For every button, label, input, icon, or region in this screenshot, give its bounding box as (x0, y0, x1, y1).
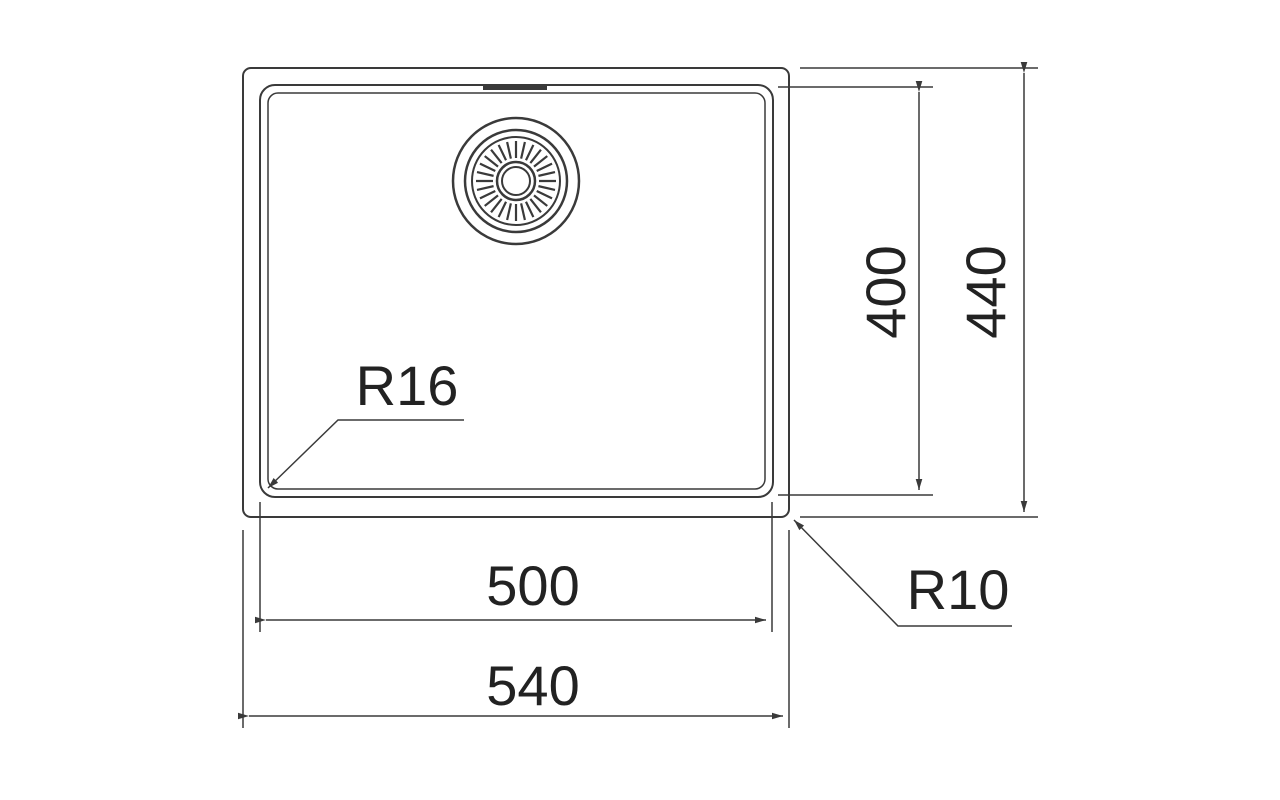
leader-r16 (267, 419, 464, 489)
label-r16: R16 (356, 354, 459, 417)
drain-flange (463, 128, 569, 234)
drain-slot (479, 162, 496, 173)
extension-lines (242, 67, 1038, 728)
drain-slot (524, 144, 535, 161)
drain-slot (520, 203, 526, 221)
drain-slot (536, 189, 553, 200)
drain-slot (533, 155, 548, 168)
drain-slot (529, 149, 542, 164)
drain (451, 116, 581, 246)
drain-strainer-holes (476, 141, 556, 221)
drain-slot (484, 155, 499, 168)
sink-body (242, 67, 790, 518)
drain-center-rim (495, 160, 537, 202)
drain-slot (484, 194, 499, 207)
dimension-lines (238, 62, 1028, 720)
label-440: 440 (954, 245, 1017, 338)
drain-slot (524, 201, 535, 218)
drain-slot (538, 185, 556, 191)
drain-slot (490, 198, 503, 213)
drain-slot (476, 185, 494, 191)
drain-slot (490, 149, 503, 164)
inner-bowl-outline-double (267, 92, 766, 490)
drain-slot (497, 201, 508, 218)
drain-slot (533, 194, 548, 207)
label-r10: R10 (907, 558, 1010, 621)
drain-slot (506, 141, 512, 159)
drain-slot (497, 144, 508, 161)
label-400: 400 (854, 245, 917, 338)
drain-slot (536, 162, 553, 173)
drain-slot (520, 141, 526, 159)
label-540: 540 (486, 654, 579, 717)
drain-outer-ring (451, 116, 581, 246)
drain-slot (538, 171, 556, 177)
leader-r10 (793, 519, 1012, 627)
drain-slot (479, 189, 496, 200)
outer-sink-outline (242, 67, 790, 518)
drain-center (501, 166, 531, 196)
drain-strainer-outer (471, 136, 561, 226)
drain-slot (506, 203, 512, 221)
inner-bowl-outline (259, 84, 774, 498)
drain-slot (529, 198, 542, 213)
drain-slot (476, 171, 494, 177)
label-500: 500 (486, 554, 579, 617)
